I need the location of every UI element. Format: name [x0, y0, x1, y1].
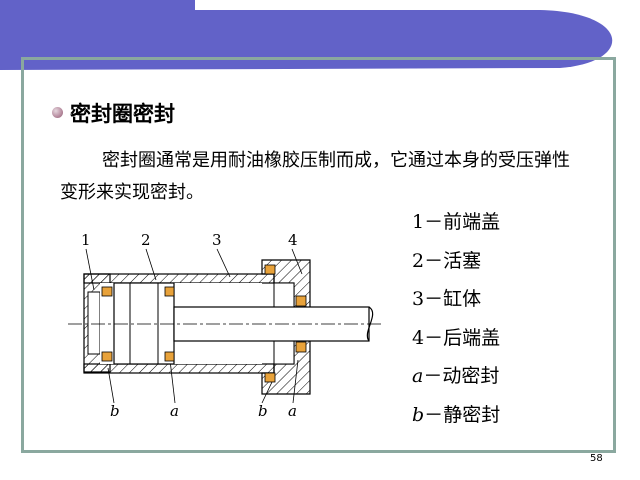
callout-1: 1 [81, 231, 91, 249]
legend-item: 2－活塞 [412, 249, 482, 272]
legend-item: 4－后端盖 [412, 326, 501, 349]
cylinder-section-diagram: 1 2 3 4 b a b a [68, 231, 382, 420]
slide-frame [21, 57, 616, 453]
title-banner [0, 0, 640, 82]
slide-heading: 密封圈密封 [70, 102, 175, 126]
page-number: 58 [590, 453, 603, 464]
callout-b-right: b [258, 402, 268, 420]
bullet-icon [52, 107, 63, 118]
callout-a-right: a [288, 402, 297, 420]
callout-3: 3 [212, 231, 222, 249]
legend-item: 1－前端盖 [412, 211, 501, 233]
legend-item: b－静密封 [412, 403, 501, 426]
parts-legend: 1－前端盖 2－活塞 3－缸体 4－后端盖 a－动密封 b－静密封 [412, 203, 500, 434]
legend-item: 3－缸体 [412, 288, 482, 310]
callout-a-left: a [170, 402, 179, 420]
callout-4: 4 [288, 231, 298, 249]
callout-b-left: b [110, 402, 120, 420]
callout-2: 2 [141, 231, 151, 249]
legend-item: a－动密封 [412, 365, 500, 387]
slide-paragraph: 密封圈通常是用耐油橡胶压制而成，它通过本身的受压弹性变形来实现密封。 [60, 150, 570, 203]
